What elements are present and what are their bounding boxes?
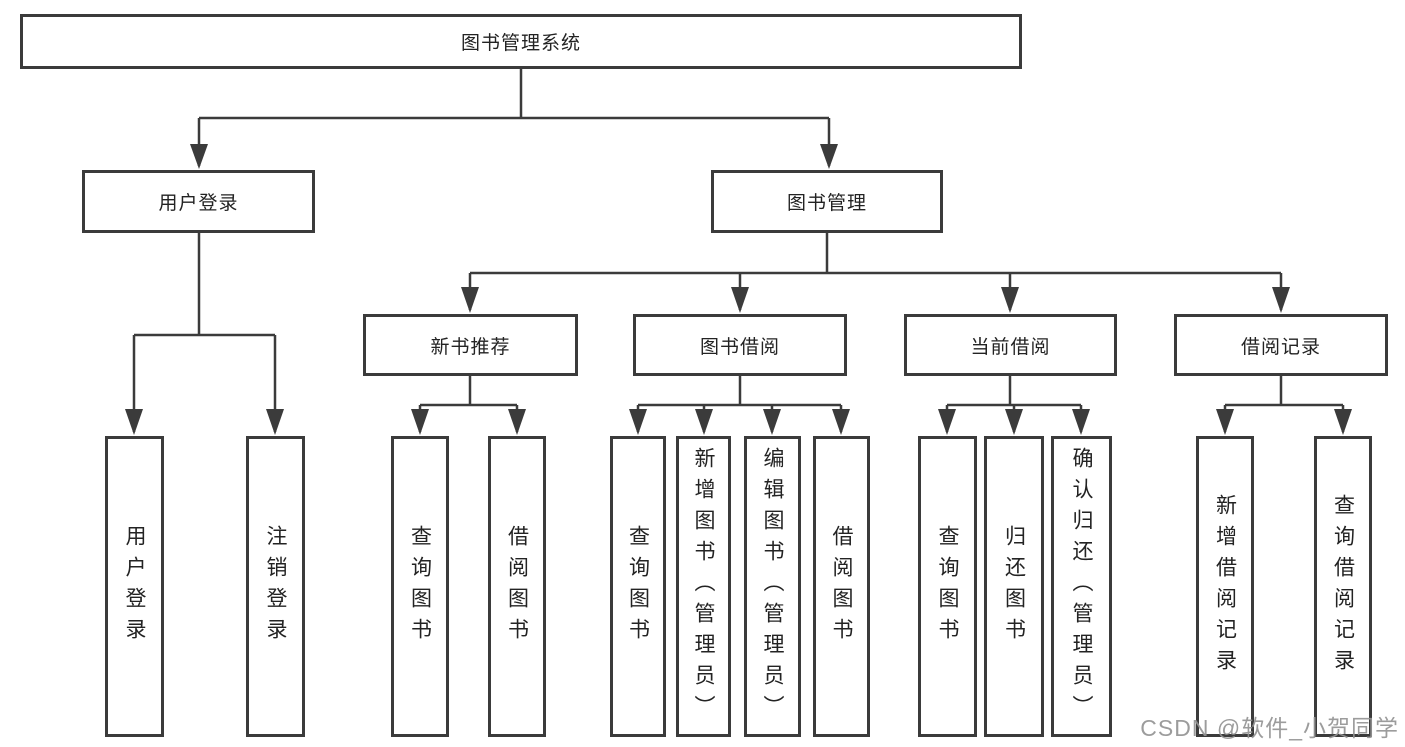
leaf-borrow-books-recommend-label: 借阅图书 bbox=[505, 524, 529, 649]
watermark: CSDN @软件_小贺同学 bbox=[1140, 715, 1399, 741]
leaf-return-books-label: 归还图书 bbox=[1002, 524, 1026, 649]
node-book-borrow: 图书借阅 bbox=[633, 314, 847, 376]
leaf-query-borrow-record-label: 查询借阅记录 bbox=[1331, 493, 1355, 680]
leaf-query-books-current: 查询图书 bbox=[918, 436, 977, 737]
node-book-management: 图书管理 bbox=[711, 170, 943, 233]
node-new-book-recommend: 新书推荐 bbox=[363, 314, 578, 376]
leaf-borrow-books: 借阅图书 bbox=[813, 436, 870, 737]
leaf-confirm-return-admin: 确认归还（管理员） bbox=[1051, 436, 1112, 737]
node-borrow-records-label: 借阅记录 bbox=[1240, 336, 1321, 358]
root-node-label: 图书管理系统 bbox=[460, 33, 581, 54]
leaf-query-books-recommend: 查询图书 bbox=[391, 436, 449, 737]
leaf-borrow-books-recommend: 借阅图书 bbox=[488, 436, 546, 737]
leaf-logout: 注销登录 bbox=[246, 436, 305, 737]
node-user-login: 用户登录 bbox=[82, 170, 315, 233]
leaf-add-books-admin-label: 新增图书（管理员） bbox=[692, 447, 715, 726]
node-new-book-recommend-label: 新书推荐 bbox=[430, 336, 511, 358]
node-borrow-records: 借阅记录 bbox=[1174, 314, 1388, 376]
leaf-logout-label: 注销登录 bbox=[264, 524, 287, 649]
arrowheads bbox=[125, 144, 1352, 435]
leaf-add-borrow-record: 新增借阅记录 bbox=[1196, 436, 1254, 737]
leaf-add-borrow-record-label: 新增借阅记录 bbox=[1213, 493, 1237, 680]
leaf-confirm-return-admin-label: 确认归还（管理员） bbox=[1070, 447, 1093, 726]
node-current-borrow: 当前借阅 bbox=[904, 314, 1117, 376]
leaf-edit-books-admin: 编辑图书（管理员） bbox=[744, 436, 801, 737]
leaf-user-login-label: 用户登录 bbox=[123, 524, 146, 649]
leaf-query-books-borrow: 查询图书 bbox=[610, 436, 666, 737]
leaf-add-books-admin: 新增图书（管理员） bbox=[676, 436, 731, 737]
node-user-login-label: 用户登录 bbox=[158, 193, 239, 214]
leaf-borrow-books-label: 借阅图书 bbox=[830, 524, 853, 649]
leaf-query-books-current-label: 查询图书 bbox=[936, 524, 959, 649]
leaf-query-books-recommend-label: 查询图书 bbox=[408, 524, 432, 649]
leaf-edit-books-admin-label: 编辑图书（管理员） bbox=[761, 447, 784, 726]
node-current-borrow-label: 当前借阅 bbox=[970, 336, 1051, 358]
leaf-query-books-borrow-label: 查询图书 bbox=[626, 524, 650, 649]
node-book-borrow-label: 图书借阅 bbox=[699, 336, 780, 358]
node-book-management-label: 图书管理 bbox=[786, 193, 867, 214]
leaf-query-borrow-record: 查询借阅记录 bbox=[1314, 436, 1372, 737]
leaf-user-login: 用户登录 bbox=[105, 436, 164, 737]
leaf-return-books: 归还图书 bbox=[984, 436, 1044, 737]
root-node-library-system: 图书管理系统 bbox=[20, 14, 1022, 69]
